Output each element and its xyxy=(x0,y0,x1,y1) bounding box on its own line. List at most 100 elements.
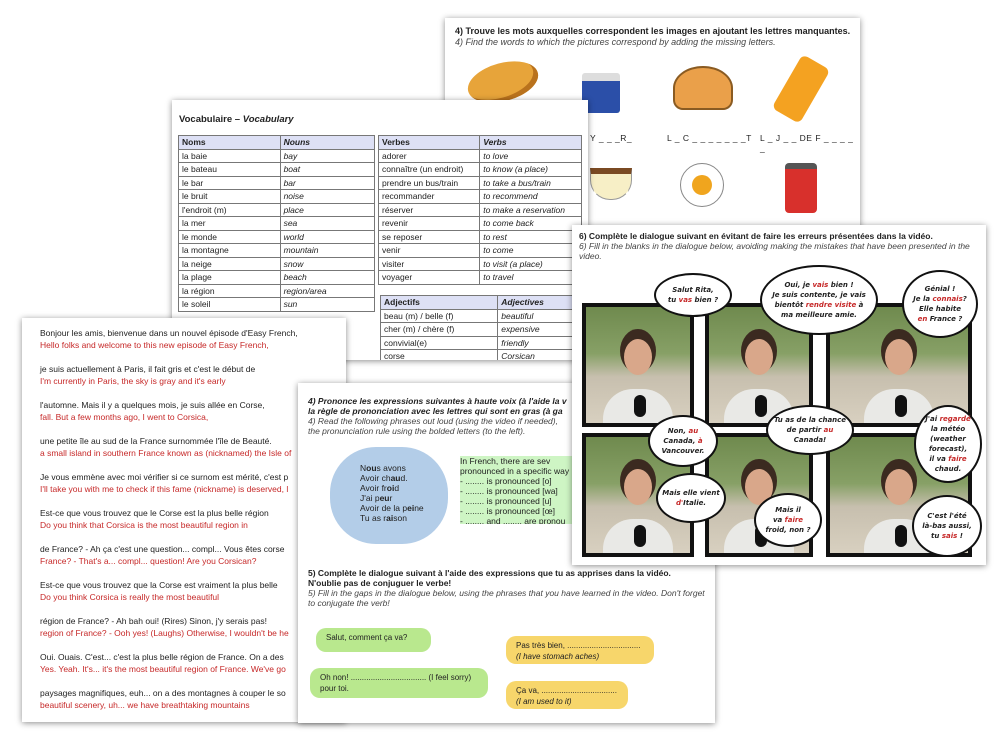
text: C'est l'été xyxy=(927,512,967,520)
error-word: faire xyxy=(948,455,967,463)
bubble-hint: (I am used to it) xyxy=(516,697,572,706)
table-row: cher (m) / chère (f)expensive xyxy=(379,322,582,337)
bubble-text: Oh non! ................................… xyxy=(320,673,472,682)
bubble-text: Pas très bien, .........................… xyxy=(516,641,641,650)
answer-blank-3: L _ J _ _ DE F _ _ _ _ _ xyxy=(760,133,854,153)
rule-line: - ........ and ........ are pronou xyxy=(460,516,566,524)
term-en: sun xyxy=(279,297,376,312)
term-en: to come xyxy=(479,243,582,258)
transcript-line-en: I'm currently in Paris, the sky is gray … xyxy=(40,376,226,386)
term-fr: revenir xyxy=(377,216,481,231)
header-fr: Adjectifs xyxy=(379,295,499,310)
rule-line: - ........ is pronounced [wa] xyxy=(460,486,558,496)
text: chaud. xyxy=(934,465,962,473)
text: bientôt xyxy=(774,301,806,309)
transcript-line-en: I'll take you with me to check if this f… xyxy=(40,484,289,494)
transcript-line-fr: Je vous emmène avec moi vérifier si ce s… xyxy=(40,472,289,482)
text: Génial ! xyxy=(924,285,956,293)
phrase-part: r xyxy=(389,493,393,503)
phrase-part: d xyxy=(394,483,400,493)
phrase-part: J'ai p xyxy=(360,493,380,503)
comic-dialogue-page: 6) Complète le dialogue suivant en évita… xyxy=(572,225,986,565)
answer-blank-1: Y _ _ _R_ xyxy=(590,133,633,143)
text: bien ? xyxy=(692,296,719,304)
text: Canada, xyxy=(663,437,698,445)
transcript-line-fr: Est-ce que vous trouvez que le Corse est… xyxy=(40,508,269,518)
dialogue-bubble-4[interactable]: Ça va, .................................… xyxy=(506,681,628,709)
term-en: to know (a place) xyxy=(479,162,582,177)
header-fr: Noms xyxy=(178,135,281,150)
phrase-part: Avoir fr xyxy=(360,483,387,493)
term-en: Corsican xyxy=(497,349,582,360)
bold-letters: eu xyxy=(379,493,390,503)
face xyxy=(624,469,652,506)
bubble-text-2: pour toi. xyxy=(320,684,349,693)
term-fr: réserver xyxy=(377,202,481,217)
phrase: Avoir de la peine xyxy=(360,503,442,513)
text: Oui, je xyxy=(784,281,813,289)
text: ? xyxy=(962,295,967,303)
juice-bottle-icon xyxy=(771,54,831,124)
term-en: to love xyxy=(479,148,582,163)
phrase: Avoir chaud. xyxy=(360,473,442,483)
term-fr: adorer xyxy=(377,148,481,163)
title-en-2: the pronunciation rule using the bolded … xyxy=(308,426,526,436)
bubble-line: Tu as de la chance xyxy=(772,415,848,425)
table-row: connaître (un endroit)to know (a place) xyxy=(377,162,582,177)
error-word: regardé xyxy=(939,415,971,423)
transcript-line-fr: Bonjour les amis, bienvenue dans un nouv… xyxy=(40,328,298,338)
text: Italie. xyxy=(683,499,707,507)
term-en: mountain xyxy=(279,243,376,258)
text: (weather forecast), xyxy=(928,435,968,453)
title-en: 4) Find the words to which the pictures … xyxy=(455,37,776,47)
term-en: to visit (a place) xyxy=(479,256,582,271)
text: de partir xyxy=(786,426,824,434)
rule-line: - ........ is pronounced [œ] xyxy=(460,506,555,516)
term-en: to make a reservation xyxy=(479,202,582,217)
term-en: friendly xyxy=(497,335,582,350)
bubble-line: froid, non ? xyxy=(765,525,810,535)
dialogue-bubble-3[interactable]: Oh non! ................................… xyxy=(310,668,488,698)
bubble-line: Je suis contente, je vais xyxy=(772,290,866,300)
term-en: expensive xyxy=(497,322,582,337)
dialogue-bubble-2[interactable]: Pas très bien, .........................… xyxy=(506,636,654,664)
bubble-line: bientôt rendre visite à xyxy=(772,300,866,310)
bold-letters: ou xyxy=(366,463,377,473)
bold-letters: oi xyxy=(386,483,395,493)
bubble-line: (weather forecast), xyxy=(920,434,976,454)
face xyxy=(745,339,773,376)
term-fr: convivial(e) xyxy=(379,335,499,350)
table-row: l'endroit (m)place xyxy=(178,202,376,217)
speech-bubble: Salut Rita,tu vas bien ? xyxy=(654,273,732,317)
bold-letters: ai xyxy=(386,513,394,523)
term-fr: la neige xyxy=(178,256,281,271)
vocab-title-fr: Vocabulaire – xyxy=(179,114,243,125)
microphone-icon xyxy=(895,395,907,417)
text: Vancouver. xyxy=(661,447,705,455)
error-word: d' xyxy=(675,499,684,507)
phrase: J'ai peur xyxy=(360,493,442,503)
term-en: snow xyxy=(279,256,376,271)
title-fr-1: 4) Prononce les expressions suivantes à … xyxy=(308,396,567,406)
phrase: Tu as raison xyxy=(360,513,442,523)
dialogue-bubble-1: Salut, comment ça va? xyxy=(316,628,431,652)
bubble-line: ma meilleure amie. xyxy=(772,310,866,320)
term-fr: le bar xyxy=(178,175,281,190)
comic-photo xyxy=(582,303,694,427)
transcript-line-en: fall. But a few months ago, I went to Co… xyxy=(40,412,209,422)
phrase-part: ne xyxy=(414,503,424,513)
term-en: to come back xyxy=(479,216,582,231)
bubble-line: Oui, je vais bien ! xyxy=(772,280,866,290)
